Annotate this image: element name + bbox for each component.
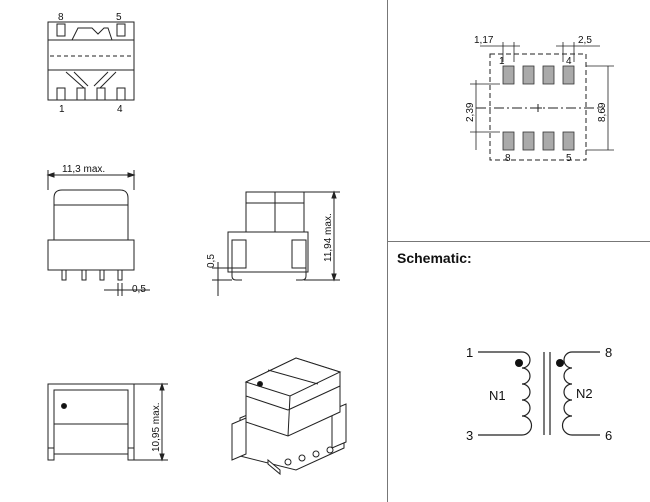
footprint-pin-5: 5 xyxy=(566,153,572,164)
top-view-pin-8: 8 xyxy=(58,12,64,23)
footprint-dimensions xyxy=(470,42,614,151)
primary-polarity-dot xyxy=(515,359,523,367)
front-view xyxy=(212,190,340,296)
end-view xyxy=(47,382,168,462)
footprint-pitch-label: 2,5 xyxy=(578,35,592,46)
secondary-polarity-dot xyxy=(556,359,564,367)
footprint-pin-4: 4 xyxy=(566,56,572,67)
schematic-pin-8: 8 xyxy=(605,345,612,360)
winding-n1-label: N1 xyxy=(489,388,506,403)
footprint-span-label: 8,69 xyxy=(597,102,608,122)
side-view-width-label: 11,3 max. xyxy=(62,164,105,175)
footprint-pad-length-label: 2,39 xyxy=(465,102,476,122)
schematic-pin-6: 6 xyxy=(605,428,612,443)
side-view xyxy=(46,170,150,296)
top-view-pin-1: 1 xyxy=(59,104,65,115)
horizontal-divider xyxy=(388,241,650,242)
top-view xyxy=(47,21,135,101)
schematic-title: Schematic: xyxy=(397,250,472,266)
footprint-pin-1: 1 xyxy=(499,56,505,67)
footprint-pads xyxy=(502,65,575,151)
transformer-symbol xyxy=(478,351,600,436)
schematic-pin-3: 3 xyxy=(466,428,473,443)
side-view-pin-width-label: 0,5 xyxy=(132,284,146,295)
schematic-pin-1: 1 xyxy=(466,345,473,360)
end-view-height-label: 10,95 max. xyxy=(151,403,162,452)
footprint xyxy=(476,53,604,161)
top-view-pin-5: 5 xyxy=(116,12,122,23)
front-view-pin-offset-label: 0,5 xyxy=(206,254,217,268)
winding-n2-label: N2 xyxy=(576,386,593,401)
footprint-pin-8: 8 xyxy=(505,153,511,164)
footprint-pad-width-label: 1,17 xyxy=(474,35,494,46)
top-view-pin-4: 4 xyxy=(117,104,123,115)
isometric-view xyxy=(231,357,347,476)
vertical-divider xyxy=(387,0,388,502)
front-view-height-label: 11,94 max. xyxy=(323,213,334,262)
